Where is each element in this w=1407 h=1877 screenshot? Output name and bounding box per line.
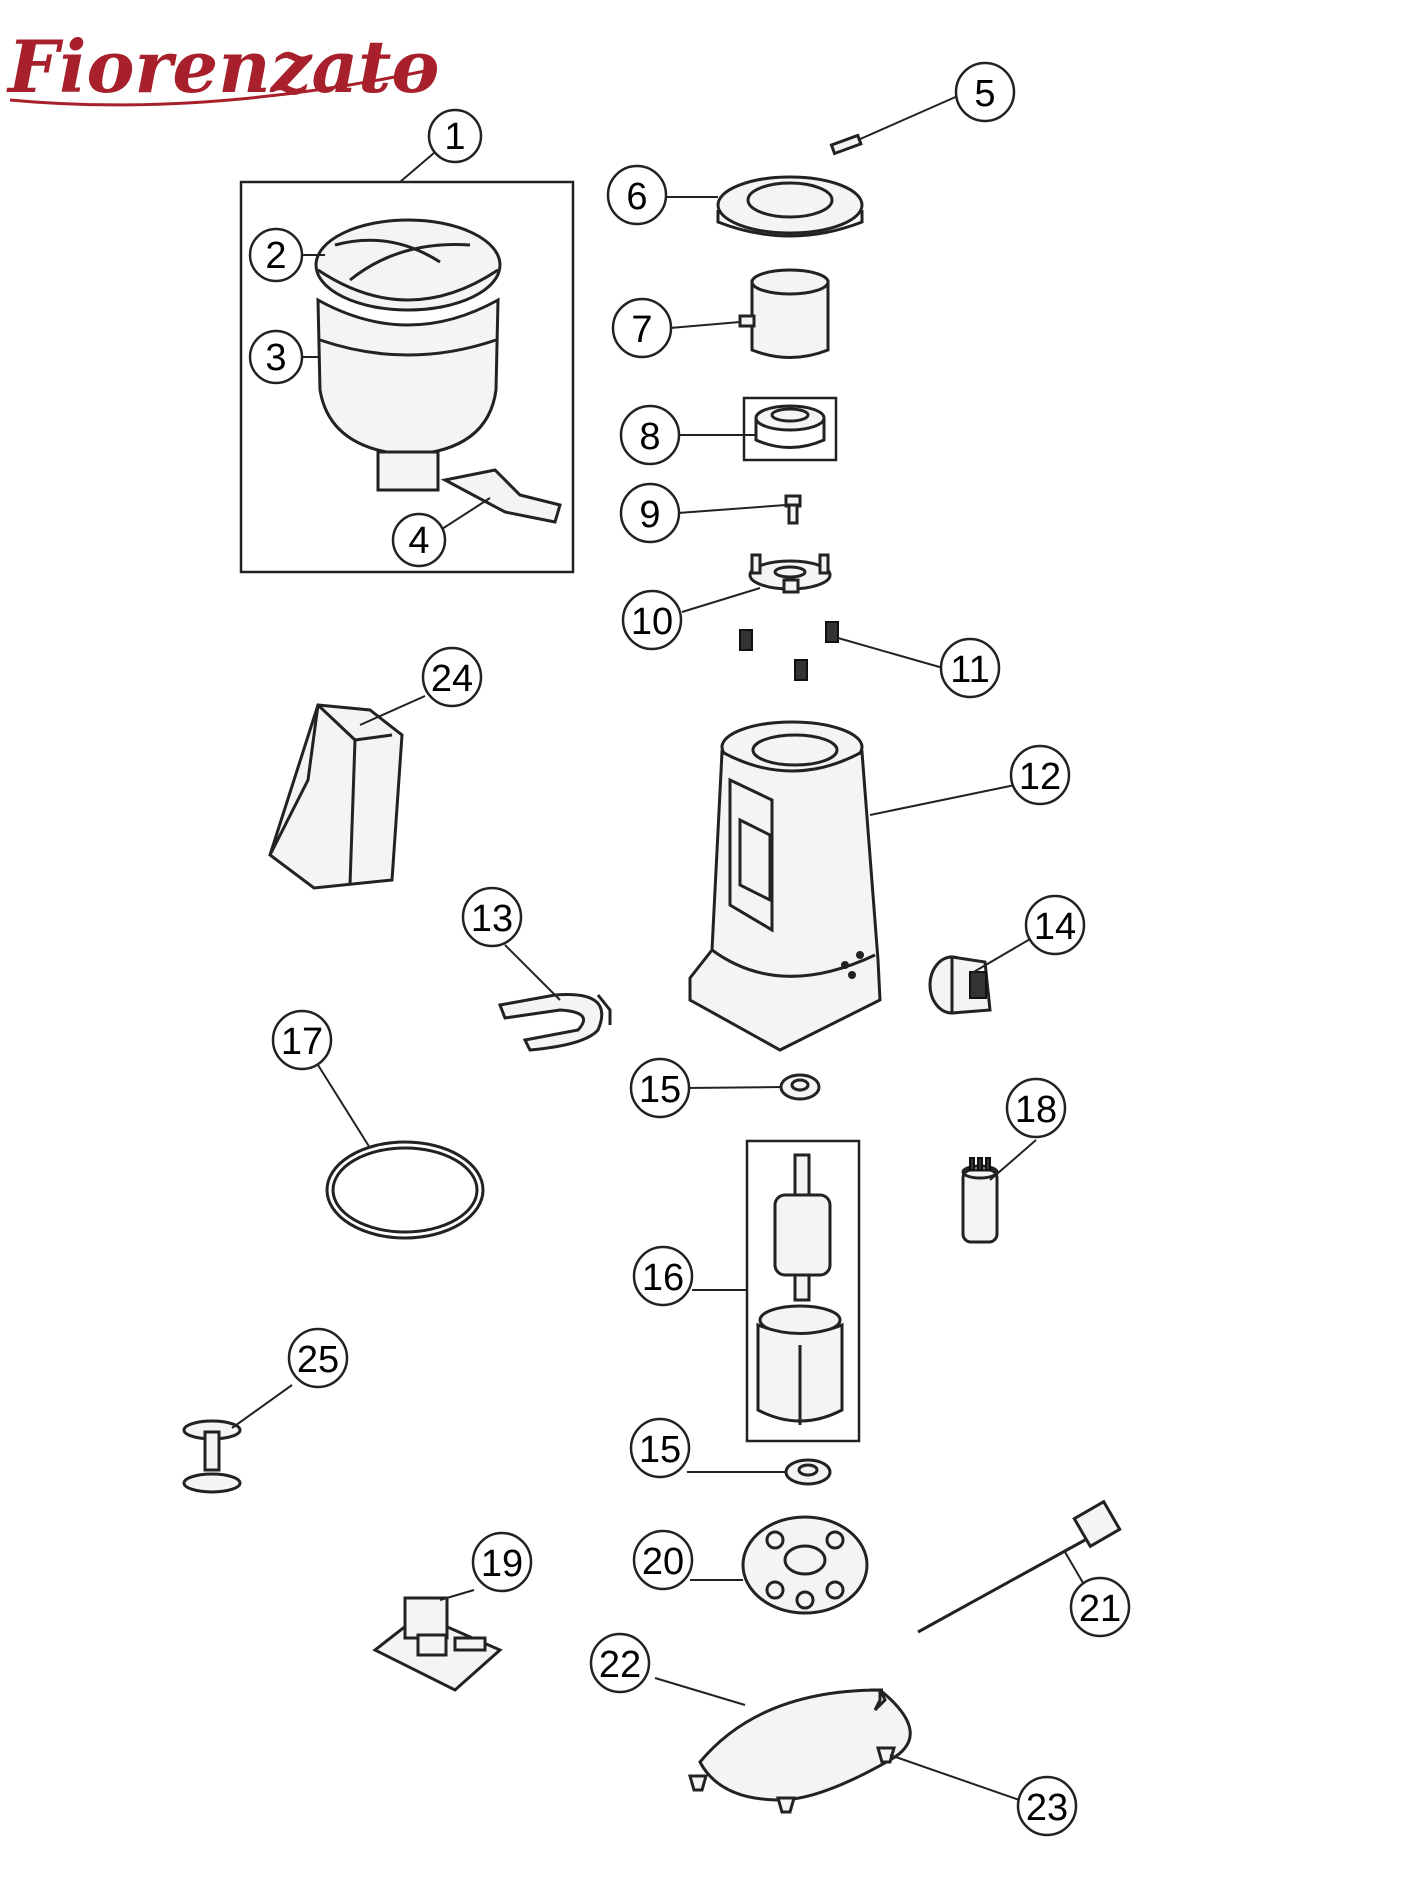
callout-1: 1 <box>427 108 483 164</box>
callout-19: 19 <box>471 1531 533 1593</box>
capacitor-part <box>961 1157 999 1244</box>
control-board-part <box>372 1596 503 1692</box>
lower-burr-carrier-part <box>748 553 832 594</box>
callout-3-label: 3 <box>265 337 286 379</box>
hopper-assembly-frame <box>239 180 575 574</box>
power-cord-part <box>917 1499 1122 1634</box>
callout-10: 10 <box>621 589 683 651</box>
hopper-body-part <box>316 297 500 492</box>
callout-24: 24 <box>421 646 483 708</box>
callout-25-label: 25 <box>297 1339 339 1381</box>
callout-21: 21 <box>1069 1576 1131 1638</box>
callout-23: 23 <box>1016 1775 1078 1837</box>
rubber-feet-part <box>688 1746 896 1814</box>
callout-9-label: 9 <box>639 494 660 536</box>
callout-13: 13 <box>461 886 523 948</box>
callout-20: 20 <box>632 1529 694 1591</box>
hopper-lid-part <box>314 218 502 312</box>
callout-12-label: 12 <box>1019 756 1061 798</box>
callout-13-label: 13 <box>471 898 513 940</box>
callout-7-label: 7 <box>631 309 652 351</box>
motor-flange-part <box>741 1515 869 1615</box>
callout-6-label: 6 <box>626 176 647 218</box>
tamper-part <box>182 1419 242 1494</box>
callout-18: 18 <box>1005 1077 1067 1139</box>
callout-3: 3 <box>248 329 304 385</box>
callout-2: 2 <box>248 227 304 283</box>
burrs-frame <box>742 396 838 462</box>
upper-burr-carrier-part <box>738 268 830 359</box>
callout-4: 4 <box>391 512 447 568</box>
callout-5-label: 5 <box>974 73 995 115</box>
callout-6: 6 <box>606 164 668 226</box>
lower-bearing-part <box>784 1458 832 1486</box>
callout-16-label: 16 <box>642 1257 684 1299</box>
brand-logo: Fiorenzato <box>6 24 439 109</box>
callout-2-label: 2 <box>265 235 286 277</box>
callout-14-label: 14 <box>1034 906 1076 948</box>
callout-20-label: 20 <box>642 1541 684 1583</box>
callout-8-label: 8 <box>639 416 660 458</box>
grinds-chute-part <box>268 703 404 890</box>
portafilter-fork-part <box>497 992 612 1052</box>
grinder-body-part <box>688 720 882 1052</box>
motor-part <box>756 1153 844 1425</box>
callout-25: 25 <box>287 1327 349 1389</box>
callout-15-lower-label: 15 <box>639 1429 681 1471</box>
callout-18-label: 18 <box>1015 1089 1057 1131</box>
callout-11-label: 11 <box>950 649 989 691</box>
brand-logo-text: Fiorenzato <box>6 24 439 109</box>
burrs-part <box>754 404 826 449</box>
callout-19-label: 19 <box>481 1543 523 1585</box>
callout-14: 14 <box>1024 894 1086 956</box>
springs-part <box>739 621 839 681</box>
callout-8: 8 <box>619 404 681 466</box>
callout-24-label: 24 <box>431 658 473 700</box>
callout-1-label: 1 <box>444 116 465 158</box>
base-plate-part <box>698 1688 912 1802</box>
power-switch-part <box>928 955 992 1015</box>
base-gasket-part <box>325 1140 485 1240</box>
callout-4-label: 4 <box>408 520 429 562</box>
callout-16: 16 <box>632 1245 694 1307</box>
callout-23-label: 23 <box>1026 1787 1068 1829</box>
callout-17-label: 17 <box>281 1021 323 1063</box>
callout-15-lower: 15 <box>629 1417 691 1479</box>
callout-9: 9 <box>619 482 681 544</box>
callout-15-upper: 15 <box>629 1057 691 1119</box>
burr-screw-part <box>784 494 802 525</box>
callout-22-label: 22 <box>599 1644 641 1686</box>
callout-11: 11 <box>939 637 1001 699</box>
grind-adjustment-ring-part <box>716 175 864 238</box>
callout-12: 12 <box>1009 744 1071 806</box>
upper-bearing-part <box>779 1073 821 1101</box>
adjustment-pin-part <box>829 133 863 156</box>
callout-5: 5 <box>954 61 1016 123</box>
callout-21-label: 21 <box>1079 1588 1121 1630</box>
callout-10-label: 10 <box>631 601 673 643</box>
callout-17: 17 <box>271 1009 333 1071</box>
callout-22: 22 <box>589 1632 651 1694</box>
callout-7: 7 <box>611 297 673 359</box>
callout-15-upper-label: 15 <box>639 1069 681 1111</box>
hopper-shutter-part <box>440 468 562 524</box>
